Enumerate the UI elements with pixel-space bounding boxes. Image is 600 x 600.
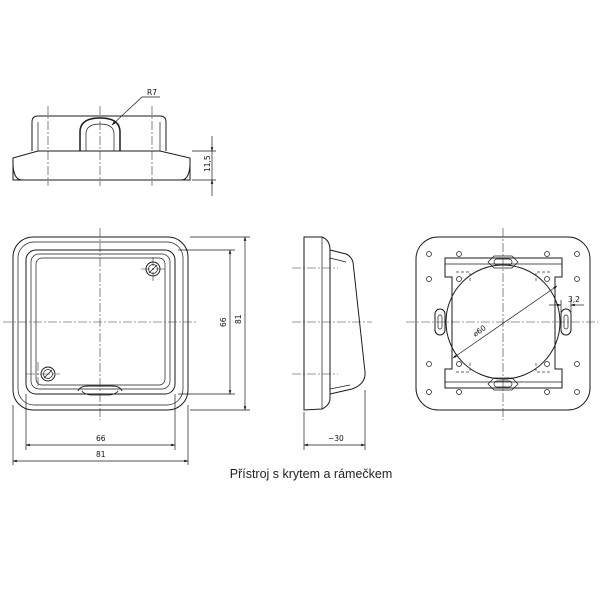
- dimension-height-11-5: 11,5: [203, 155, 212, 172]
- top-view: R7 11,5: [12, 88, 216, 196]
- dimension-r7: R7: [147, 88, 157, 97]
- dimension-depth-30: ~30: [328, 434, 344, 443]
- back-view: ⌀60 3,2: [406, 228, 598, 420]
- dimension-inner-width-66: 66: [96, 434, 106, 443]
- drawing-caption: Přístroj s krytem a rámečkem: [230, 467, 393, 481]
- dimension-inner-height-66: 66: [219, 317, 228, 327]
- side-view: ~30: [292, 236, 372, 450]
- dimension-outer-height-81: 81: [234, 314, 243, 324]
- dimension-outer-width-81: 81: [96, 450, 106, 459]
- dimension-diameter-60: ⌀60: [471, 323, 488, 339]
- front-view: 66 81 66 81: [3, 228, 250, 465]
- dimension-slot-3-2: 3,2: [568, 295, 580, 304]
- mounting-holes: [426, 251, 580, 395]
